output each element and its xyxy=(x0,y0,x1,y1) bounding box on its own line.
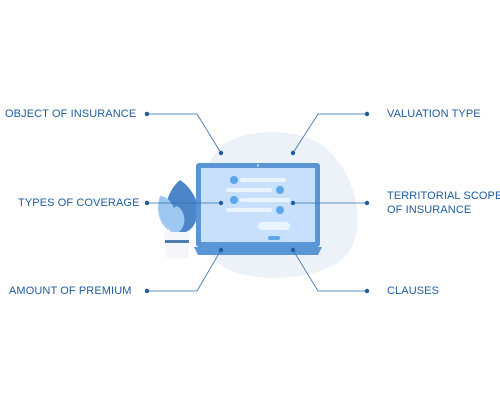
dot-valuation-type-outer xyxy=(364,111,370,117)
dot-clauses-inner xyxy=(290,247,296,253)
dot-amount-of-premium-inner xyxy=(218,247,224,253)
connector-clauses xyxy=(292,249,367,292)
screen-button xyxy=(268,236,280,240)
connector-valuation-type xyxy=(292,113,367,154)
dot-territorial-scope-outer xyxy=(364,200,370,206)
screen-bar-5 xyxy=(258,222,290,230)
plant-pot xyxy=(164,232,190,258)
screen-bar-1 xyxy=(240,178,286,182)
label-valuation-type: VALUATION TYPE xyxy=(387,108,481,120)
connector-object-of-insurance xyxy=(147,113,222,154)
dot-amount-of-premium-outer xyxy=(144,288,150,294)
dot-object-of-insurance-inner xyxy=(218,150,224,156)
laptop-base xyxy=(194,247,322,255)
screen-dot-2 xyxy=(276,186,284,194)
screen-dot-4 xyxy=(276,206,284,214)
dot-valuation-type-inner xyxy=(290,150,296,156)
label-territorial-scope-line1: TERRITORIAL SCOPE xyxy=(387,190,500,202)
label-object-of-insurance: OBJECT OF INSURANCE xyxy=(5,108,137,120)
dot-types-of-coverage-outer xyxy=(144,200,150,206)
dot-object-of-insurance-outer xyxy=(144,111,150,117)
connector-lines xyxy=(147,113,367,292)
label-clauses: CLAUSES xyxy=(387,285,440,297)
dot-types-of-coverage-inner xyxy=(218,200,224,206)
label-territorial-scope-line2: OF INSURANCE xyxy=(387,204,472,216)
label-types-of-coverage: TYPES OF COVERAGE xyxy=(18,197,140,209)
dot-territorial-scope-inner xyxy=(290,200,296,206)
dot-clauses-outer xyxy=(364,288,370,294)
laptop-illustration xyxy=(194,163,322,255)
plant-leaf-front xyxy=(168,206,185,234)
screen-dot-1 xyxy=(230,176,238,184)
label-amount-of-premium: AMOUNT OF PREMIUM xyxy=(9,285,132,297)
connector-dots xyxy=(144,111,370,294)
label-territorial-scope: TERRITORIAL SCOPE OF INSURANCE xyxy=(387,189,500,217)
plant-illustration xyxy=(158,180,198,258)
screen-bar-2 xyxy=(226,188,272,192)
connector-amount-of-premium xyxy=(147,249,222,292)
plant-pot-band xyxy=(165,240,189,243)
screen-bar-4 xyxy=(226,208,272,212)
screen-dot-3 xyxy=(230,196,238,204)
laptop-camera xyxy=(257,164,259,167)
screen-bar-3 xyxy=(240,198,290,202)
